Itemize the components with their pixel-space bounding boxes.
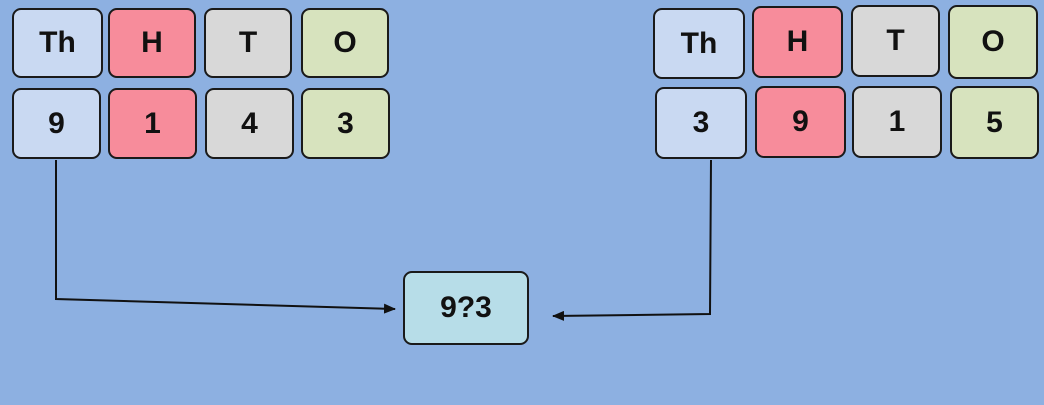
right-digit-ones: 5 bbox=[950, 86, 1039, 159]
result-box: 9?3 bbox=[403, 271, 529, 345]
right-digit-tens: 1 bbox=[852, 86, 942, 158]
right-header-thousands: Th bbox=[653, 8, 745, 79]
left-digit-thousands: 9 bbox=[12, 88, 101, 159]
left-digit-hundreds: 1 bbox=[108, 88, 197, 159]
left-header-hundreds: H bbox=[108, 8, 196, 78]
right-digit-thousands: 3 bbox=[655, 87, 747, 159]
right-header-ones: O bbox=[948, 5, 1038, 79]
left-header-thousands: Th bbox=[12, 8, 103, 78]
left-header-ones: O bbox=[301, 8, 389, 78]
right-header-hundreds: H bbox=[752, 6, 843, 78]
left-header-tens: T bbox=[204, 8, 292, 78]
right-digit-hundreds: 9 bbox=[755, 86, 846, 158]
left-digit-ones: 3 bbox=[301, 88, 390, 159]
left-digit-tens: 4 bbox=[205, 88, 294, 159]
left-arrow-line bbox=[55, 160, 396, 314]
right-arrow-line bbox=[552, 159, 712, 321]
right-header-tens: T bbox=[851, 5, 940, 77]
